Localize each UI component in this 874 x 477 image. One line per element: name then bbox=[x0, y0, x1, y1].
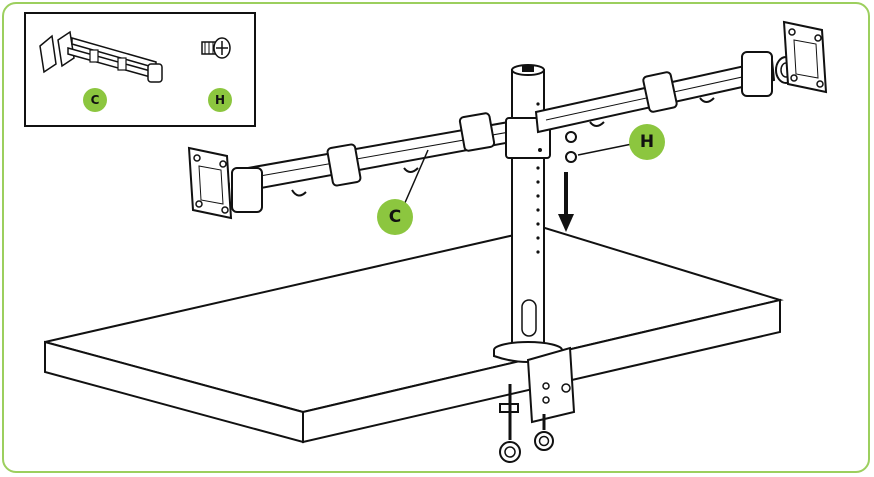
arm-leader-line bbox=[403, 149, 429, 206]
screw-callout: H bbox=[629, 124, 665, 160]
inset-part-h-label: H bbox=[208, 88, 232, 112]
parts-inset: C H bbox=[24, 12, 256, 127]
left-monitor-plate-icon bbox=[188, 147, 232, 219]
grommet-clamp-icon bbox=[493, 341, 576, 463]
down-arrow-icon bbox=[558, 172, 574, 232]
mounting-arm-assembly-icon bbox=[39, 30, 163, 83]
left-arm bbox=[208, 112, 524, 213]
arm-callout: C bbox=[377, 199, 413, 235]
pole bbox=[505, 64, 551, 347]
screw-icon bbox=[201, 37, 231, 59]
inset-part-c-label: C bbox=[83, 88, 107, 112]
right-arm bbox=[534, 51, 797, 134]
screw-icon bbox=[565, 131, 633, 163]
desk bbox=[44, 226, 784, 444]
right-monitor-plate-icon bbox=[783, 21, 827, 93]
